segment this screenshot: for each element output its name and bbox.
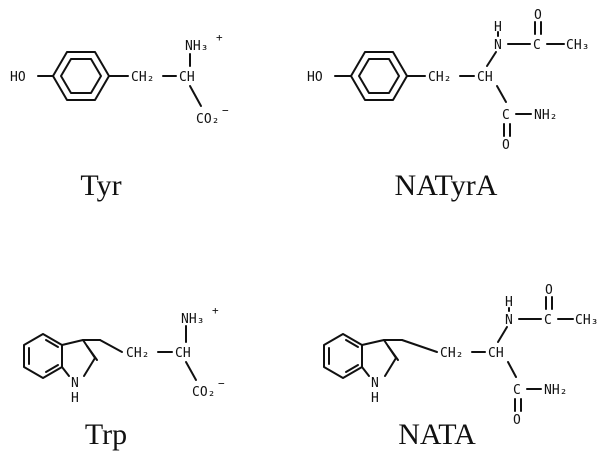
nata-ring-n-label: N (371, 376, 379, 391)
tyr-ch-label: CH (179, 70, 195, 85)
tyr-co2-charge: − (222, 104, 229, 117)
tyr-nh3-charge: + (216, 31, 223, 44)
nata-c-acetyl-label: C (544, 313, 552, 328)
natyra-o-acetyl-label: O (534, 8, 542, 23)
nata-indole-ring (323, 333, 399, 379)
natyra-ch2-label: CH₂ (428, 70, 451, 85)
nata-o-amide-label: O (513, 413, 521, 428)
nata-ch-label: CH (488, 346, 504, 361)
molecule-nata: N H CH₂ CH N H C O CH₃ C NH₂ O NATA (323, 283, 598, 451)
trp-ring-h-label: H (71, 391, 79, 406)
nata-n-label: N (505, 313, 513, 328)
tyr-ho-label: HO (10, 70, 26, 85)
nata-nh2-label: NH₂ (544, 383, 567, 398)
trp-ch2-label: CH₂ (126, 346, 149, 361)
natyra-c-amide-label: C (502, 108, 510, 123)
trp-ring-n-label: N (71, 376, 79, 391)
nata-ch2-label: CH₂ (440, 346, 463, 361)
trp-co2-charge: − (218, 377, 225, 390)
trp-nh3-label: NH₃ (181, 312, 204, 327)
nata-bond-ring-ch2-b (401, 339, 438, 353)
natyra-caption: NATyrA (395, 169, 498, 202)
tyr-ch2-label: CH₂ (131, 70, 154, 85)
tyr-bond-ch-co2 (189, 85, 202, 107)
natyra-h-label: H (494, 20, 502, 35)
nata-o-acetyl-label: O (545, 283, 553, 298)
natyra-o-amide-label: O (502, 138, 510, 153)
molecule-natyra: HO CH₂ CH N H C O CH₃ C NH₂ O NATyrA (307, 8, 589, 202)
molecule-tyr: HO CH₂ CH NH₃ + CO₂ − Tyr (10, 31, 229, 202)
natyra-bond-ch-c (496, 85, 507, 103)
natyra-bond-ch-n (486, 51, 497, 67)
tyr-caption: Tyr (80, 169, 121, 202)
trp-bond-ring-ch2-b (99, 339, 123, 353)
nata-bond-ch-c (507, 361, 517, 378)
natyra-ch3-label: CH₃ (566, 38, 589, 53)
tyr-nh3-label: NH₃ (185, 39, 208, 54)
natyra-c-acetyl-label: C (533, 38, 541, 53)
nata-c-amide-label: C (513, 383, 521, 398)
nata-bond-ch-n (497, 326, 508, 343)
trp-nh3-charge: + (212, 304, 219, 317)
nata-h-label: H (505, 295, 513, 310)
trp-bond-ch-co2 (185, 361, 197, 381)
trp-ch-label: CH (175, 346, 191, 361)
natyra-benzene-ring (350, 51, 408, 101)
trp-caption: Trp (85, 418, 127, 451)
trp-co2-label: CO₂ (192, 385, 215, 400)
nata-caption: NATA (398, 418, 476, 451)
natyra-ch-label: CH (477, 70, 493, 85)
nata-ring-h-label: H (371, 391, 379, 406)
tyr-co2-label: CO₂ (196, 112, 219, 127)
natyra-n-label: N (494, 38, 502, 53)
natyra-nh2-label: NH₂ (534, 108, 557, 123)
molecule-trp: N H CH₂ CH NH₃ + CO₂ − Trp (23, 304, 225, 451)
trp-indole-ring (23, 333, 98, 379)
nata-ch3-label: CH₃ (575, 313, 598, 328)
tyr-benzene-ring (52, 51, 110, 101)
natyra-ho-label: HO (307, 70, 323, 85)
